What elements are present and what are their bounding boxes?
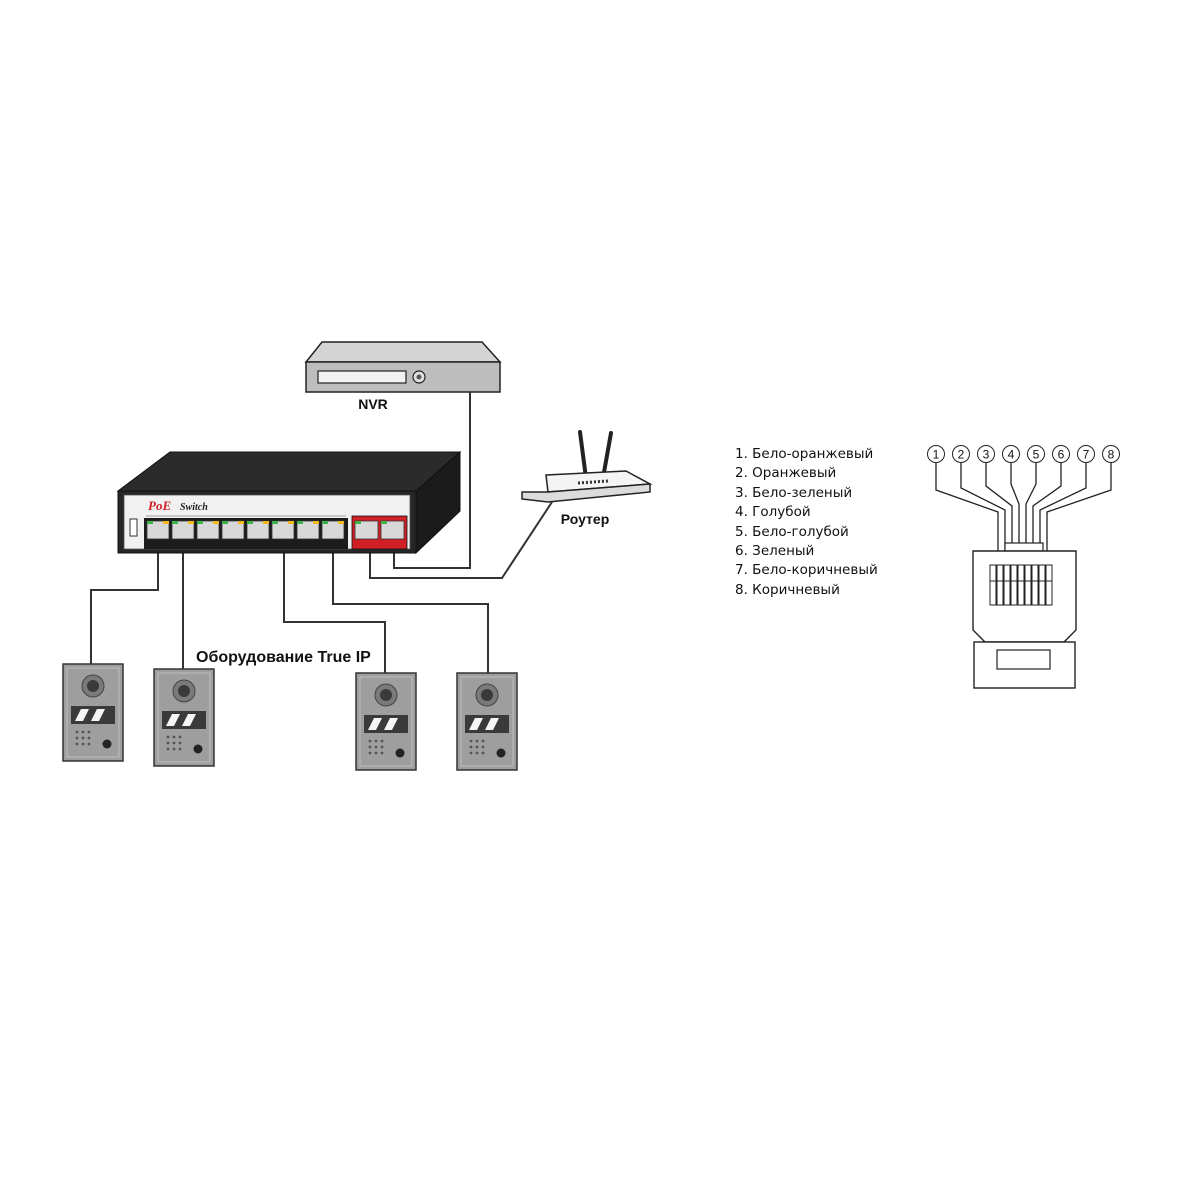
pin-number-2: 2 xyxy=(958,448,965,462)
router-label: Роутер xyxy=(561,511,610,527)
pin-number-8: 8 xyxy=(1108,448,1115,462)
network-cables xyxy=(90,392,553,673)
intercom-panel-3 xyxy=(355,672,417,771)
pin-number-4: 4 xyxy=(1008,448,1015,462)
cable-intercom-4 xyxy=(332,553,489,673)
intercom-panel-1 xyxy=(62,663,124,762)
equipment-label: Оборудование True IP xyxy=(196,649,371,666)
intercom-panel-2 xyxy=(153,668,215,767)
cable-intercom-1 xyxy=(90,553,159,664)
pin-number-3: 3 xyxy=(983,448,990,462)
nvr-device xyxy=(304,341,502,393)
pin-leader-lines xyxy=(935,463,1112,564)
switch-model: Switch xyxy=(180,502,208,513)
rj45-connector: 1 2 3 4 5 6 7 8 xyxy=(927,445,1120,689)
pinout-item-4: 4. Голубой xyxy=(735,504,811,521)
pin-number-7: 7 xyxy=(1083,448,1090,462)
pinout-item-3: 3. Бело-зеленый xyxy=(735,484,853,501)
pinout-item-5: 5. Бело-голубой xyxy=(735,523,849,540)
uplink-ports xyxy=(354,520,405,540)
cable-intercom-3 xyxy=(283,553,386,673)
pin-number-circles: 1 2 3 4 5 6 7 8 xyxy=(927,445,1120,463)
pinout-item-2: 2. Оранжевый xyxy=(735,465,837,482)
switch-ports xyxy=(146,520,345,540)
cable-nvr xyxy=(393,392,471,569)
pinout-item-6: 6. Зеленый xyxy=(735,543,815,560)
pinout-item-1: 1. Бело-оранжевый xyxy=(735,446,874,462)
intercom-panel-4 xyxy=(456,672,518,771)
connector-pins xyxy=(989,564,1053,606)
pinout-color-list: 1. Бело-оранжевый 2. Оранжевый 3. Бело-з… xyxy=(735,445,878,600)
cable-router xyxy=(369,501,553,579)
router-device xyxy=(521,430,653,503)
pinout-item-8: 8. Коричневый xyxy=(735,581,840,598)
nvr-label: NVR xyxy=(358,396,388,412)
pinout-item-7: 7. Бело-коричневый xyxy=(735,562,878,579)
pin-number-6: 6 xyxy=(1058,448,1065,462)
pin-number-1: 1 xyxy=(933,448,940,462)
poe-switch: PoE Switch xyxy=(116,450,462,555)
switch-brand: PoE xyxy=(148,498,171,513)
pin-number-5: 5 xyxy=(1033,448,1040,462)
